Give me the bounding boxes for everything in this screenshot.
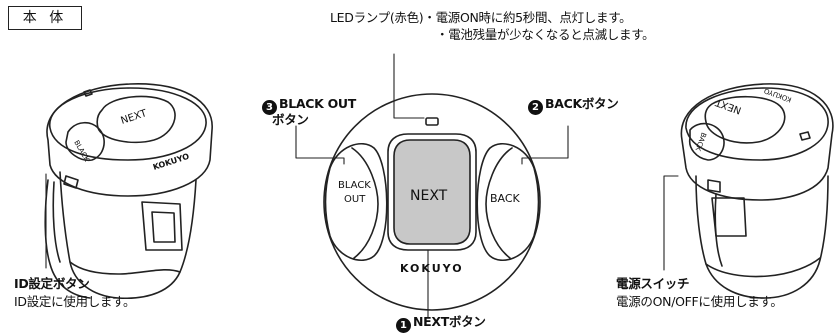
id-button-desc: ID設定に使用します。 bbox=[14, 294, 136, 309]
center-next-text: NEXT bbox=[410, 188, 448, 204]
power-switch-title: 電源スイッチ bbox=[616, 276, 690, 291]
blackout-number: 3 bbox=[262, 100, 277, 115]
right-device-drawing bbox=[680, 83, 834, 299]
leader-lines bbox=[45, 53, 679, 319]
led-label-line2: ・電池残量が少なくなると点滅します。 bbox=[436, 27, 655, 42]
back-number: 2 bbox=[528, 100, 543, 115]
blackout-label-line1: BLACK OUT bbox=[279, 96, 356, 111]
blackout-label-line2: ボタン bbox=[272, 112, 309, 127]
led-label-line1: LEDランプ(赤色)・電源ON時に約5秒間、点灯します。 bbox=[330, 10, 632, 25]
left-device-drawing bbox=[44, 83, 213, 300]
next-label-text: NEXTボタン bbox=[413, 314, 486, 329]
center-black-text: BLACK bbox=[338, 180, 371, 191]
id-button-title: ID設定ボタン bbox=[14, 276, 90, 291]
center-out-text: OUT bbox=[344, 194, 366, 205]
center-brand-text: KOKUYO bbox=[400, 262, 464, 275]
back-label-text: BACKボタン bbox=[545, 96, 619, 111]
power-switch-desc: 電源のON/OFFに使用します。 bbox=[616, 294, 783, 309]
center-device-drawing bbox=[323, 93, 541, 311]
center-back-text: BACK bbox=[490, 192, 521, 205]
next-number: 1 bbox=[396, 318, 411, 333]
section-title: 本 体 bbox=[8, 6, 82, 30]
